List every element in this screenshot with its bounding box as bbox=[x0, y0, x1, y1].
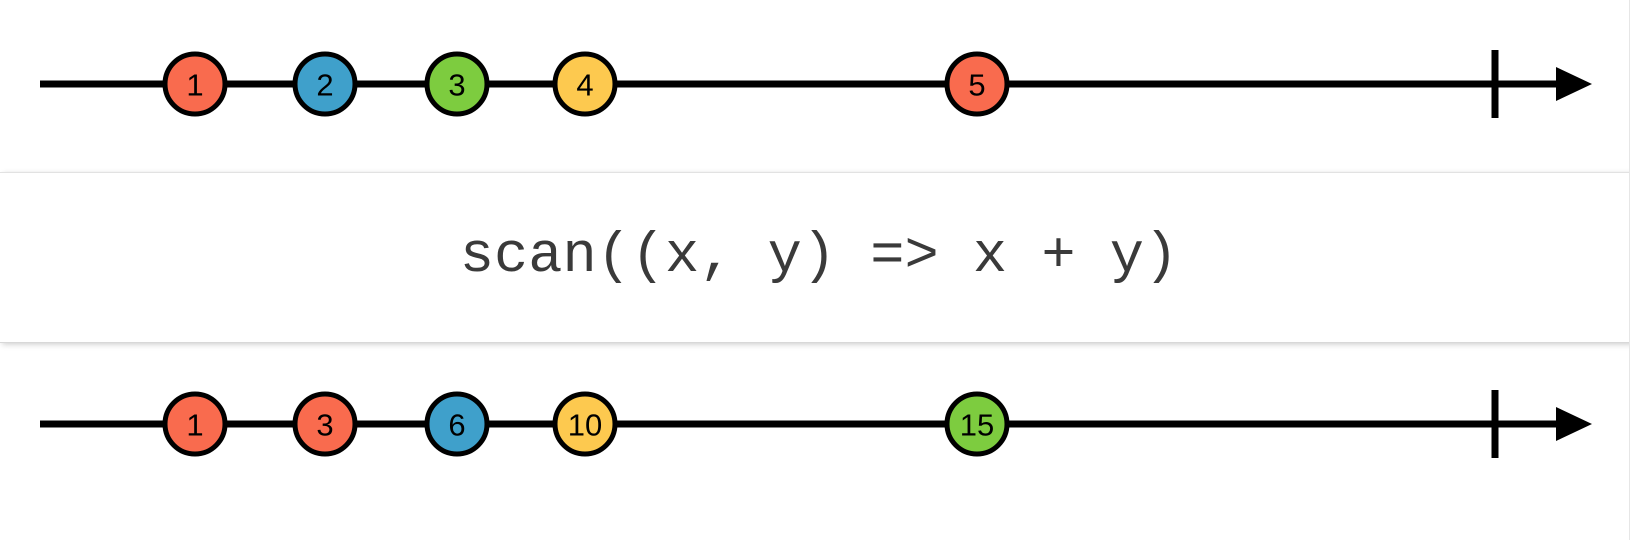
marble-label: 2 bbox=[316, 68, 333, 103]
page-edge bbox=[1629, 0, 1638, 540]
marble-label: 6 bbox=[448, 408, 465, 443]
marble-circle[interactable] bbox=[944, 391, 1010, 457]
timeline-arrowhead bbox=[1556, 407, 1592, 441]
marble-circle[interactable] bbox=[292, 391, 358, 457]
marble-circle[interactable] bbox=[424, 391, 490, 457]
marble[interactable]: 3 bbox=[424, 51, 490, 117]
marble-label: 5 bbox=[968, 68, 985, 103]
marble-label: 1 bbox=[186, 68, 203, 103]
marble[interactable]: 3 bbox=[292, 391, 358, 457]
marble-circle[interactable] bbox=[552, 391, 618, 457]
marble-label: 1 bbox=[186, 408, 203, 443]
marble-circle[interactable] bbox=[944, 51, 1010, 117]
marble-label: 10 bbox=[568, 408, 602, 443]
input-stream-panel: 1 2 3 4 5 bbox=[0, 0, 1638, 172]
marble[interactable]: 10 bbox=[552, 391, 618, 457]
marble[interactable]: 6 bbox=[424, 391, 490, 457]
marble-circle[interactable] bbox=[552, 51, 618, 117]
marble-label: 4 bbox=[576, 68, 593, 103]
marble[interactable]: 2 bbox=[292, 51, 358, 117]
marble-label: 15 bbox=[960, 408, 994, 443]
marble-label: 3 bbox=[448, 68, 465, 103]
marble[interactable]: 5 bbox=[944, 51, 1010, 117]
marble-label: 3 bbox=[316, 408, 333, 443]
input-timeline: 1 2 3 4 5 bbox=[40, 50, 1592, 118]
operator-expression: scan((x, y) => x + y) bbox=[459, 225, 1179, 289]
marble-circle[interactable] bbox=[292, 51, 358, 117]
marble[interactable]: 1 bbox=[162, 51, 228, 117]
marble-circle[interactable] bbox=[162, 51, 228, 117]
output-timeline: 1 3 6 10 15 bbox=[40, 390, 1592, 458]
marble-circle[interactable] bbox=[424, 51, 490, 117]
output-stream-panel: 1 3 6 10 15 bbox=[0, 343, 1638, 540]
operator-panel[interactable]: scan((x, y) => x + y) bbox=[0, 172, 1638, 343]
marble-circle[interactable] bbox=[162, 391, 228, 457]
marble[interactable]: 1 bbox=[162, 391, 228, 457]
timeline-arrowhead bbox=[1556, 67, 1592, 101]
marble[interactable]: 4 bbox=[552, 51, 618, 117]
marble[interactable]: 15 bbox=[944, 391, 1010, 457]
